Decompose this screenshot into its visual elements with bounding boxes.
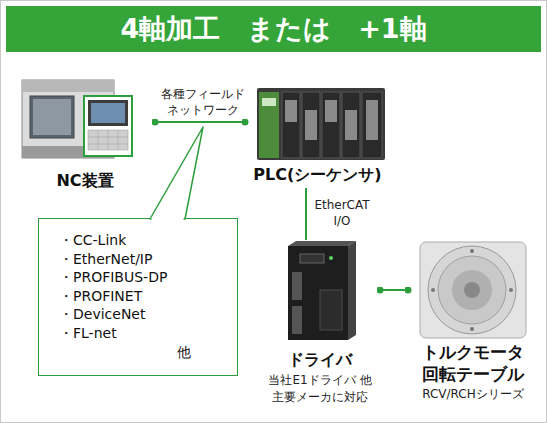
bolt-hole [470, 249, 474, 253]
driver-top-face [288, 241, 356, 246]
machine-window [30, 96, 74, 138]
panel-screen [91, 103, 125, 123]
plc-led [262, 98, 276, 106]
network-item: ・FL-net [59, 324, 117, 343]
driver-side-face [348, 241, 356, 340]
plc-connector [285, 100, 297, 122]
network-item: ・CC-Link [59, 231, 126, 250]
device-name: ドライバ [288, 348, 352, 372]
nc-machine-illustration [22, 80, 132, 158]
network-item: ・EtherNet/IP [59, 250, 152, 269]
device-name: PLC(シーケンサ) [253, 165, 381, 186]
network-item: 他 [59, 343, 191, 362]
plc-module [342, 92, 360, 158]
device-node: PLC(シーケンサ) [245, 80, 390, 188]
device-node: ドライバ当社E1ドライバ 他 主要メーカに対応 [260, 240, 380, 412]
title-text: 4軸加工 または +1軸 [6, 6, 541, 52]
plc-power-module [259, 92, 279, 158]
keyboard-keys [88, 130, 128, 150]
device-node: NC装置 [15, 72, 155, 194]
plc-module [282, 92, 300, 158]
callout-box: ・CC-Link・EtherNet/IP・PROFIBUS-DP・PROFINE… [38, 218, 238, 376]
bolt-hole [431, 288, 435, 292]
driver-body [288, 246, 348, 340]
plc-rack [257, 88, 385, 160]
connector-label: EtherCAT I/O [314, 198, 369, 229]
plc-connector [305, 110, 317, 140]
machine-glass [33, 99, 71, 135]
table-hub [452, 270, 492, 310]
panel-monitor [88, 100, 128, 126]
connector-label: 各種フィールド ネットワーク [158, 87, 248, 118]
network-connector [305, 188, 307, 240]
control-panel [84, 96, 132, 156]
machine-top [22, 80, 114, 92]
callout-pointer [150, 127, 203, 219]
plc-connector [325, 100, 337, 122]
plc-module [322, 92, 340, 158]
table-face [428, 246, 516, 334]
device-note: 当社E1ドライバ 他 主要メーカに対応 [267, 372, 373, 406]
network-item: ・PROFIBUS-DP [59, 268, 167, 287]
plc-module [302, 92, 320, 158]
driver-connector [292, 306, 302, 334]
callout-pointer-join [152, 218, 184, 221]
plc-module [362, 92, 382, 158]
table-ring [438, 256, 506, 324]
plc-illustration [257, 88, 385, 160]
network-connector [155, 121, 245, 123]
panel-keyboard [88, 130, 128, 150]
device-name: トルクモータ 回転テーブル [417, 341, 529, 385]
table-body [420, 242, 526, 338]
driver-panel [320, 290, 342, 330]
rotary-table-illustration [420, 242, 526, 338]
network-item: ・DeviceNet [59, 305, 145, 324]
device-name: NC装置 [56, 171, 113, 192]
bolt-hole [470, 327, 474, 331]
device-node: トルクモータ 回転テーブルRCV/RCHシリーズ [408, 232, 538, 412]
driver-illustration [288, 241, 356, 340]
title-band [6, 6, 541, 52]
device-note: RCV/RCHシリーズ [422, 385, 524, 404]
network-connector [380, 289, 408, 291]
bolt-hole [509, 288, 513, 292]
driver-led [329, 256, 333, 260]
plc-connector [345, 110, 357, 140]
network-item: ・PROFINET [59, 287, 142, 306]
driver-connector [292, 272, 302, 300]
table-center [464, 282, 480, 298]
driver-display [300, 254, 324, 263]
plc-connector [366, 100, 378, 140]
